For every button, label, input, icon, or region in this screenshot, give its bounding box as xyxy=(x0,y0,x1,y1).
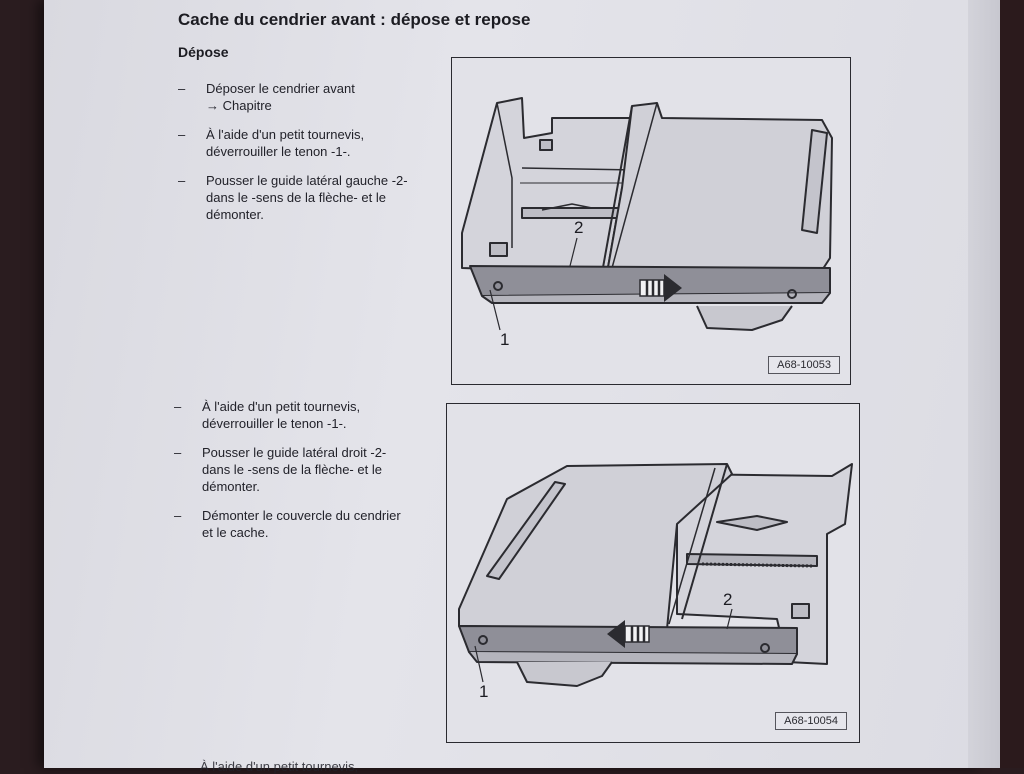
step-item: Déposer le cendrier avant → Chapitre xyxy=(178,80,448,114)
callout-part-2: 2 xyxy=(574,218,584,237)
step-list-top: Déposer le cendrier avant → Chapitre À l… xyxy=(178,80,448,235)
cut-off-step-text: À l'aide d'un petit tournevis, xyxy=(200,759,359,774)
step-item: Pousser le guide latéral droit -2- dans … xyxy=(174,444,444,495)
figure-code: A68-10054 xyxy=(775,712,847,730)
callout-part-2: 2 xyxy=(723,590,733,609)
ashtray-drawing-right xyxy=(458,463,853,687)
step-item: À l'aide d'un petit tournevis, déverroui… xyxy=(174,398,444,432)
figure-code: A68-10053 xyxy=(768,356,840,374)
callout-part-1: 1 xyxy=(479,682,489,701)
ashtray-drawing-left xyxy=(461,97,833,331)
section-heading: Dépose xyxy=(178,44,229,60)
step-item: À l'aide d'un petit tournevis, déverroui… xyxy=(178,126,448,160)
page-title: Cache du cendrier avant : dépose et repo… xyxy=(178,10,531,29)
step-item: Pousser le guide latéral gauche -2- dans… xyxy=(178,172,448,223)
background-edge xyxy=(1000,0,1024,768)
direction-arrow-left-icon xyxy=(607,620,650,648)
figure-ashtray-right-guide: 2 1 A68-10054 xyxy=(446,403,860,743)
step-list-bottom: À l'aide d'un petit tournevis, déverroui… xyxy=(174,398,444,553)
step-item: Démonter le couvercle du cendrier et le … xyxy=(174,507,444,541)
figure-ashtray-left-guide: 2 1 A68-10053 xyxy=(451,57,851,385)
direction-arrow-right-icon xyxy=(639,274,682,302)
callout-part-1: 1 xyxy=(500,330,510,349)
